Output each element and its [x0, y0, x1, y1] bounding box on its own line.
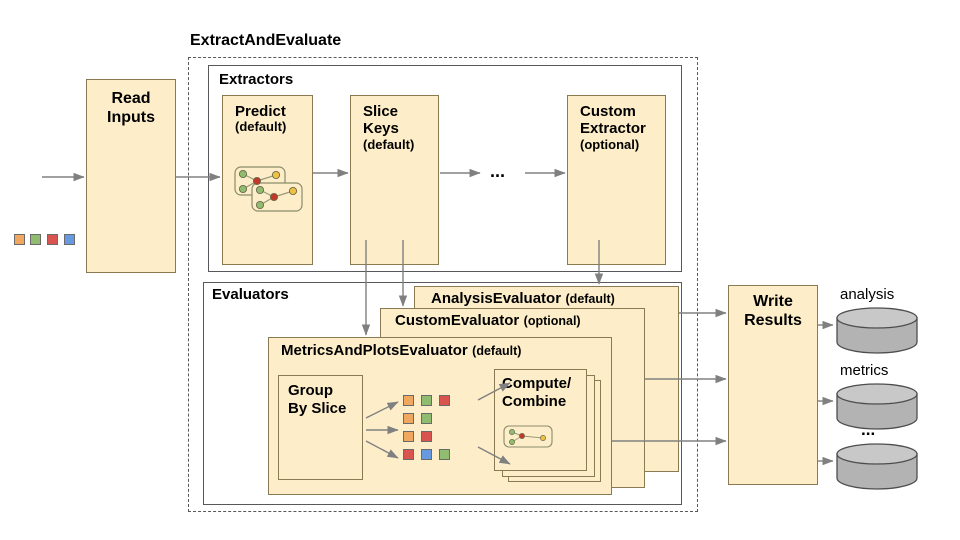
write-results-line2: Results [744, 311, 802, 329]
metrics-store-cylinder [836, 383, 918, 430]
model-graph-icon [234, 166, 303, 212]
custom-evaluator-subtitle: (optional) [523, 314, 581, 328]
diagram-title: ExtractAndEvaluate [190, 32, 342, 49]
custom-extractor-subtitle: (optional) [580, 136, 640, 152]
more-store-cylinder [836, 443, 918, 490]
slice-swatch [439, 449, 450, 460]
swatch-green [30, 234, 41, 245]
evaluators-group-label: Evaluators [212, 286, 289, 303]
metrics-and-plots-evaluator-title: MetricsAndPlotsEvaluator [281, 342, 468, 359]
slice-swatch [403, 431, 414, 442]
slice-swatch [421, 395, 432, 406]
extractors-ellipsis: ... [490, 161, 506, 181]
slice-swatch [403, 395, 414, 406]
read-inputs-line2: Inputs [107, 108, 155, 126]
slice-keys-subtitle: (default) [363, 136, 415, 152]
custom-extractor-title-line1: Custom [580, 103, 636, 120]
read-inputs-line1: Read [111, 90, 151, 107]
swatch-orange [14, 234, 25, 245]
more-store-label: ... [861, 420, 876, 439]
custom-extractor-title-line2: Extractor [580, 120, 646, 138]
compute-combine-node[interactable]: Compute/ Combine [494, 369, 587, 471]
analysis-evaluator-title: AnalysisEvaluator [431, 290, 562, 307]
slice-swatch [403, 413, 414, 424]
read-inputs-node[interactable]: Read Inputs [86, 79, 176, 273]
slice-swatch [421, 413, 432, 424]
slice-swatch [421, 431, 432, 442]
extract-and-evaluate-region [188, 57, 698, 512]
analysis-store-cylinder [836, 307, 918, 354]
write-results-line1: Write [753, 293, 793, 310]
slice-keys-node[interactable]: Slice Keys (default) [350, 95, 439, 265]
metrics-and-plots-evaluator-subtitle: (default) [472, 344, 522, 358]
predict-title: Predict [235, 103, 286, 120]
slice-swatch [421, 449, 432, 460]
metric-graph-icon [503, 425, 553, 448]
slice-keys-title-line1: Slice [363, 103, 399, 120]
swatch-blue [64, 234, 75, 245]
compute-combine-line2: Combine [502, 392, 567, 410]
predict-node[interactable]: Predict (default) [222, 95, 313, 265]
input-swatch-row [14, 234, 75, 247]
slice-swatch [439, 395, 450, 406]
analysis-store-label: analysis [840, 286, 895, 303]
custom-extractor-node[interactable]: Custom Extractor (optional) [567, 95, 666, 265]
write-results-node[interactable]: Write Results [728, 285, 818, 485]
slice-swatch-matrix [403, 395, 473, 465]
slice-keys-title-line2: Keys [363, 120, 399, 138]
swatch-red [47, 234, 58, 245]
analysis-evaluator-subtitle: (default) [565, 292, 615, 306]
group-by-slice-line1: Group [288, 382, 333, 399]
metrics-store-label: metrics [840, 362, 889, 379]
predict-subtitle: (default) [235, 119, 287, 135]
slice-swatch [403, 449, 414, 460]
custom-evaluator-title: CustomEvaluator [395, 312, 520, 329]
group-by-slice-line2: By Slice [288, 399, 347, 417]
compute-combine-line1: Compute/ [502, 375, 572, 392]
extractors-group-label: Extractors [219, 71, 294, 88]
group-by-slice-node[interactable]: Group By Slice [278, 375, 363, 480]
